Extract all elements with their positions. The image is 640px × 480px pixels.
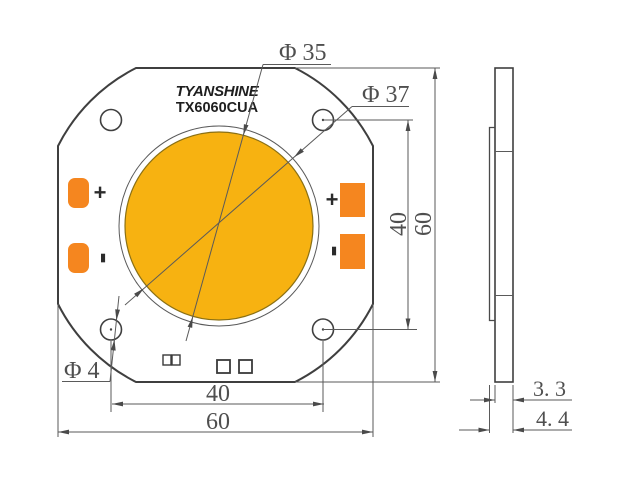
plus-mark-right: + [326, 187, 339, 212]
plus-mark-left: + [94, 180, 107, 205]
arrowhead [112, 401, 123, 407]
minus-mark-right: - [317, 245, 355, 256]
arrowhead [513, 427, 524, 433]
cathode-pad-left [68, 243, 89, 273]
arrowhead [294, 148, 304, 158]
arrowhead [432, 371, 438, 382]
cathode-pad-right [340, 234, 365, 269]
arrowhead [313, 401, 324, 407]
fiducial-square-4 [238, 359, 253, 374]
fiducial-square-3 [216, 359, 231, 374]
dim-label-phi35: Φ 35 [279, 40, 327, 66]
side-view-led-protrusion [488, 126, 495, 322]
arrowhead [243, 124, 249, 136]
arrowhead [513, 397, 524, 403]
arrowhead [115, 309, 120, 321]
arrowhead [362, 429, 373, 435]
anode-pad-left [68, 178, 89, 208]
arrowhead [478, 427, 490, 433]
dim-label-board-height: 60 [411, 212, 437, 236]
dim-label-hole-pitch-h: 40 [206, 381, 230, 407]
arrowhead [110, 339, 116, 351]
mounting-hole-bottom-left [99, 318, 123, 341]
dim-label-phi4: Φ 4 [64, 358, 100, 384]
arrowhead [484, 397, 495, 403]
brand-name: TYANSHINE [176, 83, 260, 100]
arrowhead [187, 316, 193, 328]
dim-label-board-width: 60 [206, 409, 230, 435]
dim-label-phi37: Φ 37 [362, 82, 410, 108]
arrowhead [432, 68, 438, 79]
dim-label-hole-pitch-v: 40 [386, 212, 412, 236]
arrowhead [405, 318, 411, 330]
led-ring-phi37 [118, 125, 320, 327]
anode-pad-right [340, 183, 365, 217]
dim-label-total-height: 4. 4 [536, 406, 569, 431]
arrowhead [58, 429, 69, 435]
hole-center-dot-bl [109, 328, 113, 331]
led-emitting-area-phi35 [124, 131, 314, 321]
mounting-hole-top-left [99, 108, 123, 132]
fiducial-square-2 [171, 354, 181, 366]
arrowhead [134, 288, 144, 298]
leader-phi35-line [185, 64, 264, 342]
arrowhead [405, 120, 411, 131]
side-view-board [494, 67, 514, 383]
fiducial-square-1 [162, 354, 172, 366]
model-number: TX6060CUA [176, 100, 259, 116]
leader-phi37-line [124, 106, 353, 306]
minus-mark-left: - [86, 252, 124, 263]
dim-label-thickness: 3. 3 [533, 376, 566, 401]
